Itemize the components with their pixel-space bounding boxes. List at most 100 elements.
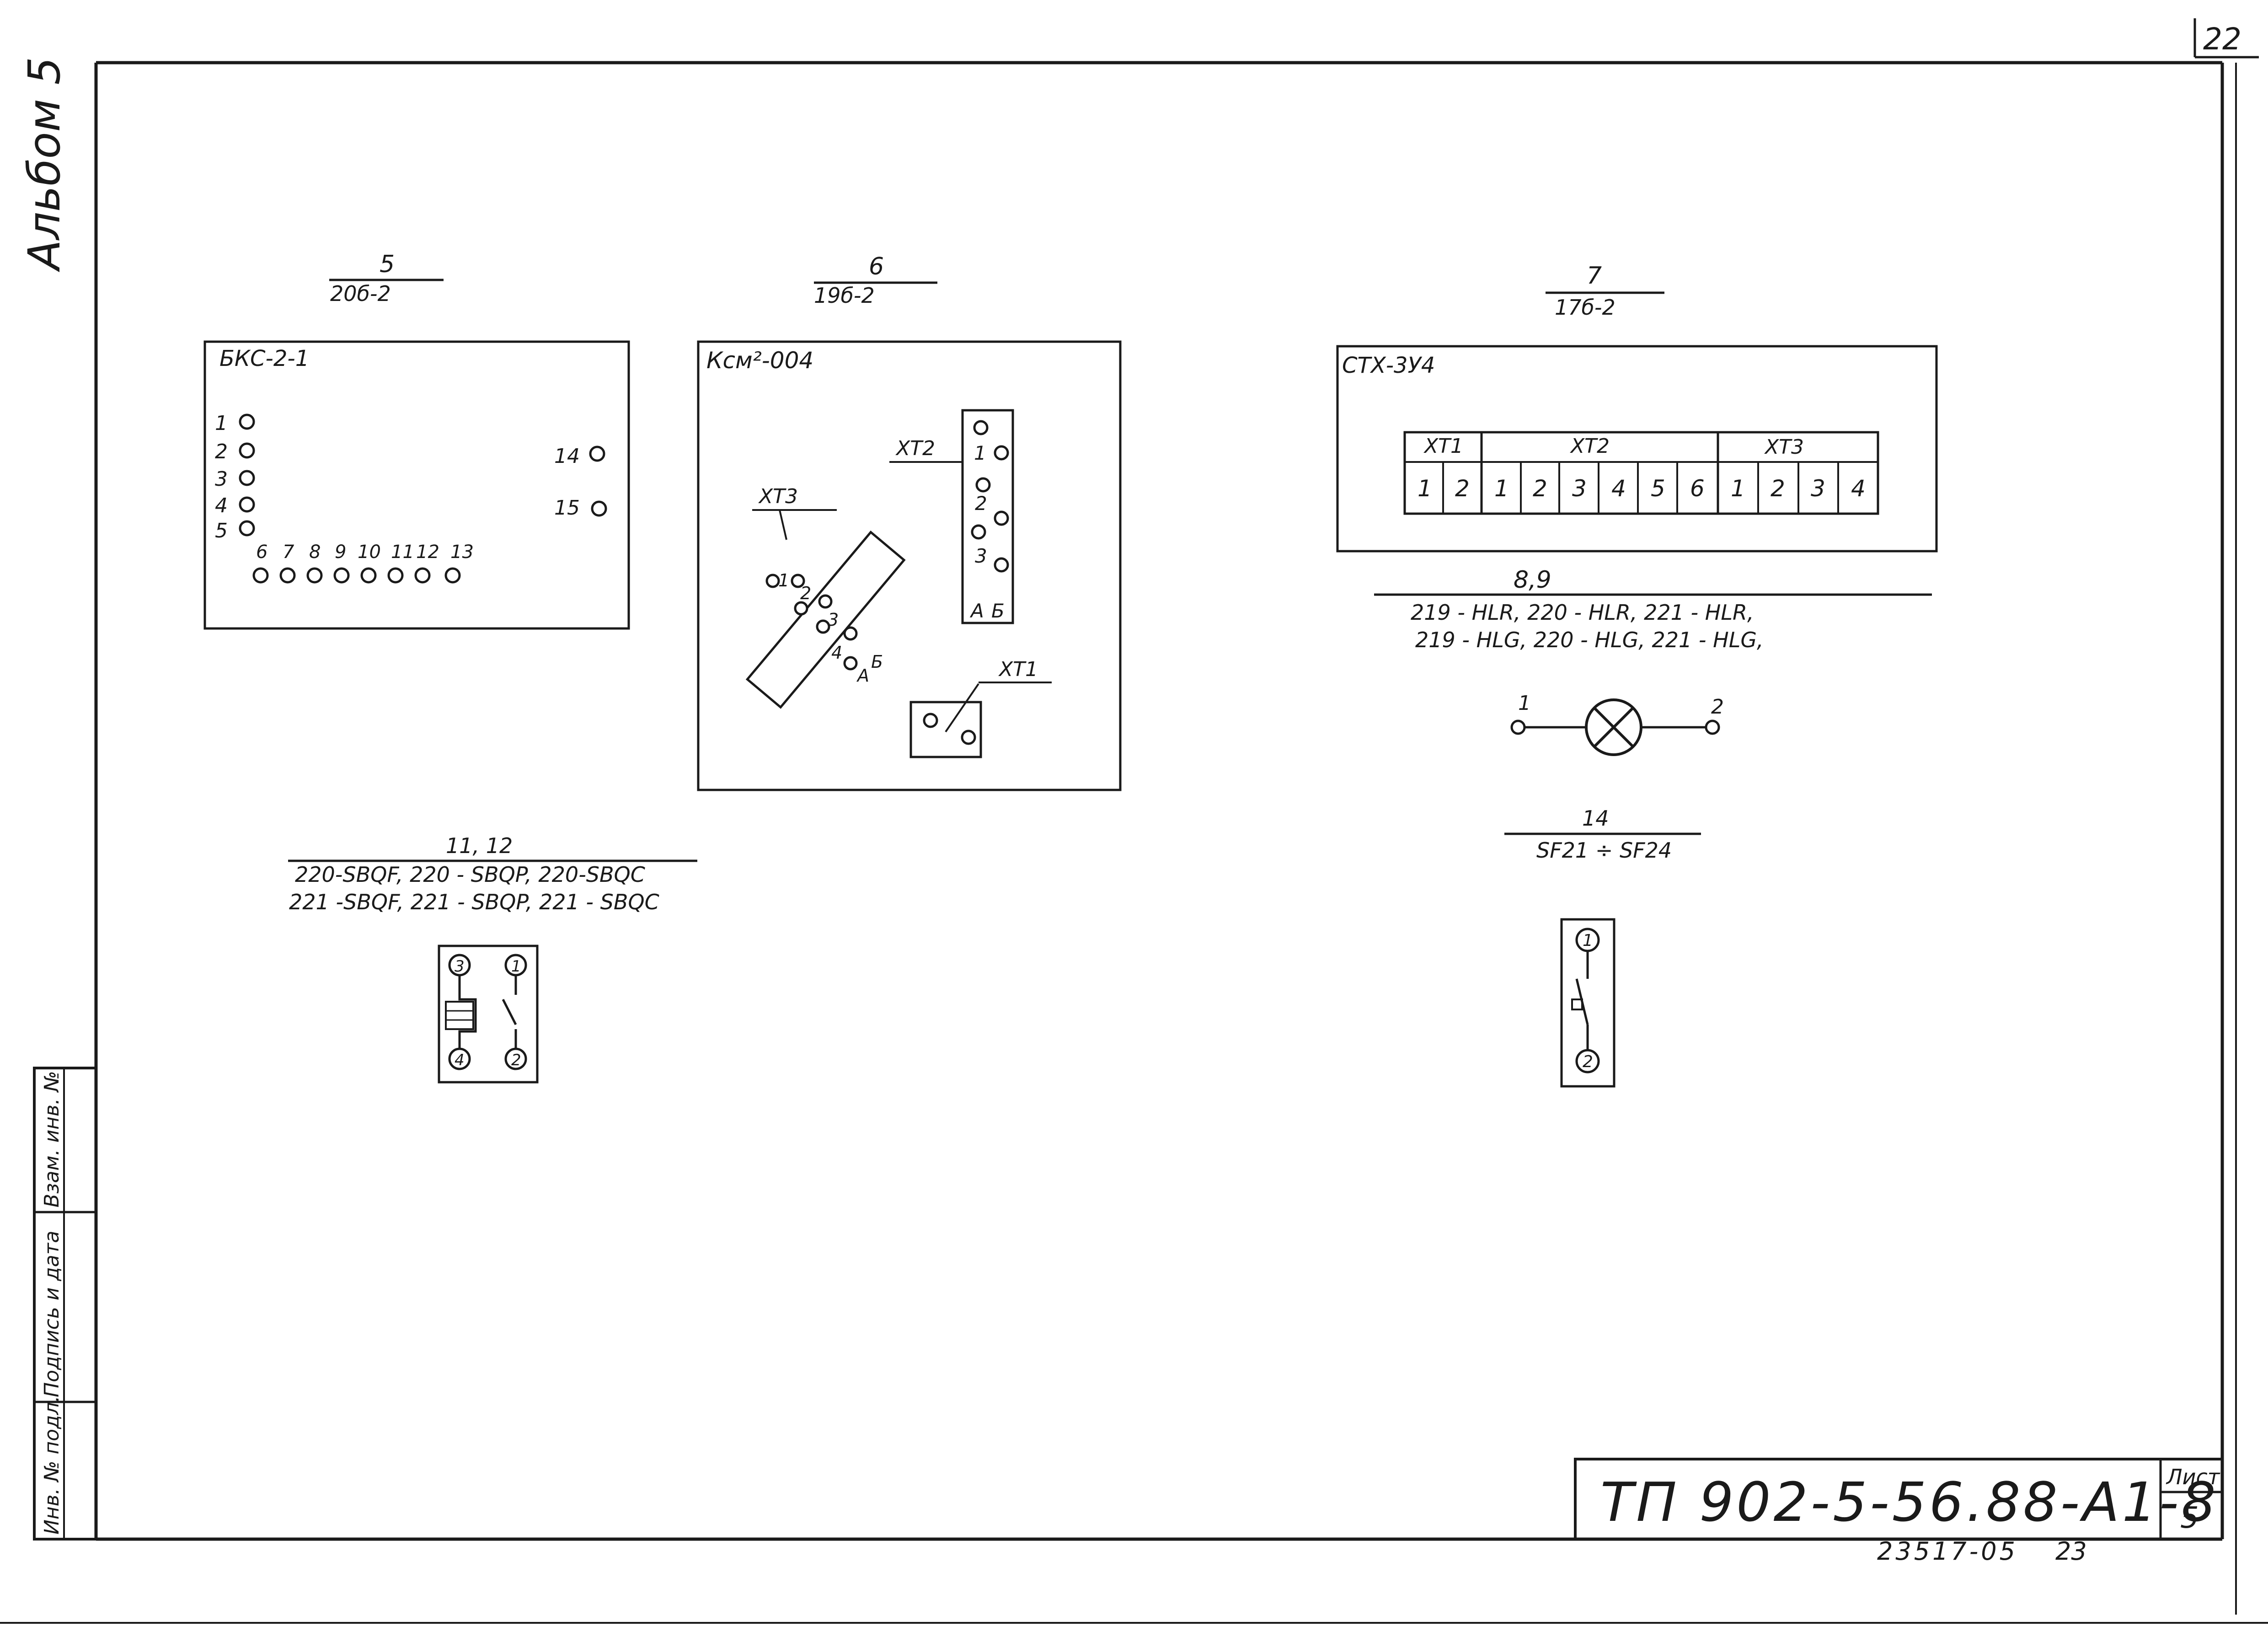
ksm-xt3-terminal-2	[794, 601, 808, 616]
bks-pin-12: 12	[416, 542, 439, 563]
stx-group-xt3: ХТ3	[1764, 435, 1804, 459]
stx-xt2-pin-5: 5	[1651, 475, 1665, 502]
stx-xt2-pin-1: 1	[1494, 475, 1509, 502]
bks-terminal-13	[444, 567, 461, 584]
bks-terminal-6	[252, 567, 269, 584]
bks-pin-10: 10	[358, 542, 381, 563]
ksm-xt2-terminal-2a	[971, 524, 986, 540]
bks-pin-5: 5	[215, 519, 228, 542]
sheet-number: 22	[2203, 21, 2241, 57]
breaker-pin-1: 1	[1583, 931, 1593, 950]
block-7-ref-bottom: 17б-2	[1555, 295, 1615, 320]
device-label-ksm: Ксм²-004	[706, 347, 813, 374]
bks-pin-1: 1	[215, 412, 228, 435]
key-pin-3: 3	[455, 957, 465, 976]
block-1112-line-2: 221 -SBQF, 221 - SBQP, 221 - SBQC	[289, 890, 659, 914]
stx-xt2-pin-4: 4	[1611, 475, 1626, 502]
block-5-ref-bottom: 20б-2	[330, 281, 391, 306]
bks-pin-3: 3	[215, 467, 228, 491]
bks-terminal-14	[589, 446, 605, 462]
block-1112-ref-top: 11, 12	[446, 833, 513, 858]
bks-pin-7: 7	[283, 542, 294, 563]
ksm-xt3-terminal-2a	[818, 594, 833, 609]
bks-terminal-11	[387, 567, 404, 584]
ksm-xt3-pin-3: 3	[828, 610, 839, 630]
stamp-inv-podl: Инв. № подл.	[40, 1396, 64, 1535]
block-89-ref-top: 8,9	[1514, 566, 1551, 594]
ksm-xt1-terminal-1	[923, 713, 938, 728]
stx-xt2-pin-2: 2	[1533, 475, 1547, 502]
ksm-xt3-label-b: Б	[871, 652, 883, 672]
block-6-ksm: 6 19б-2 Ксм²-004 ХТ2 1 2 3 А Б ХТ3 1	[697, 253, 1122, 791]
bks-terminal-5	[239, 520, 255, 537]
key-switch-body	[438, 945, 539, 1084]
ksm-xt2-terminal-top	[973, 420, 989, 435]
bks-pin-2: 2	[215, 440, 228, 463]
stamp-vzam-inv: Взам. инв. №	[40, 1071, 64, 1208]
device-panel-bks	[203, 340, 630, 630]
bks-terminal-8	[306, 567, 323, 584]
bks-pin-15: 15	[554, 496, 580, 520]
ksm-xt3-pin-2: 2	[800, 583, 811, 603]
ksm-xt1-terminal-2	[961, 730, 976, 745]
breaker-pin-2: 2	[1583, 1052, 1593, 1071]
bks-terminal-9	[333, 567, 350, 584]
bks-pin-11: 11	[391, 542, 414, 563]
lamp-pin-2: 2	[1711, 695, 1724, 719]
stx-xt3-pin-1: 1	[1731, 475, 1745, 502]
archive-suffix: 23	[2055, 1537, 2087, 1566]
key-pin-2: 2	[511, 1051, 521, 1069]
list-label: Лист	[2166, 1465, 2220, 1489]
stx-xt1-pin-1: 1	[1418, 475, 1432, 502]
block-1112-line-1: 220-SBQF, 220 - SBQP, 220-SBQC	[295, 862, 645, 887]
bks-terminal-7	[279, 567, 296, 584]
ksm-xt1-block	[909, 701, 982, 758]
bks-terminal-10	[360, 567, 377, 584]
ksm-xt2-pin-1: 1	[974, 442, 986, 464]
device-label-bks: БКС-2-1	[219, 346, 309, 371]
bks-terminal-2	[239, 442, 255, 459]
ksm-xt3-terminal-1a	[791, 574, 805, 588]
bks-pin-4: 4	[215, 494, 228, 517]
block-5-bks: 5 20б-2 БКС-2-1 1 2 3 4 5 6 7 8 9 10 11 …	[203, 251, 630, 630]
stx-terminal-table	[1403, 431, 1879, 515]
breaker-body	[1560, 918, 1615, 1088]
bks-pin-13: 13	[450, 542, 474, 563]
device-panel-stx	[1336, 345, 1938, 553]
ksm-xt1-label: ХТ1	[998, 658, 1038, 681]
key-pin-1: 1	[511, 957, 521, 976]
ksm-xt3-terminal-4	[843, 656, 858, 671]
stx-xt3-pin-3: 3	[1811, 475, 1825, 502]
block-11-12-keys: 11, 12 220-SBQF, 220 - SBQP, 220-SBQC 22…	[288, 833, 697, 1084]
stx-xt2-pin-3: 3	[1572, 475, 1587, 502]
ksm-xt2-strip	[961, 409, 1014, 624]
bks-terminal-12	[414, 567, 431, 584]
ksm-xt3-strip	[745, 530, 906, 709]
device-panel-ksm	[697, 340, 1122, 791]
bks-terminal-15	[591, 500, 607, 517]
block-6-ref-top: 6	[869, 253, 884, 280]
block-7-ref-top: 7	[1587, 262, 1602, 290]
ksm-xt2-terminal-2	[994, 510, 1009, 526]
bks-terminal-1	[239, 413, 255, 430]
ksm-xt2-label: ХТ2	[895, 437, 935, 460]
ksm-xt2-label-a: А	[969, 600, 984, 622]
list-number: 5	[2180, 1501, 2199, 1535]
side-stamp	[33, 1067, 97, 1541]
ksm-xt3-pin-4: 4	[831, 643, 842, 663]
ksm-xt3-label-a: А	[856, 666, 869, 686]
bks-terminal-4	[239, 496, 255, 513]
block-14-ref-top: 14	[1582, 806, 1609, 831]
lamp-pin-1: 1	[1518, 692, 1531, 715]
block-6-ref-bottom: 19б-2	[814, 283, 875, 308]
sheet-frame	[0, 18, 2268, 1624]
title-block	[1574, 1458, 2222, 1539]
stx-xt2-pin-6: 6	[1690, 475, 1705, 502]
block-7-stx: 7 17б-2 СТХ-3У4 ХТ1 ХТ2 ХТ3 1 2 1 2 3 4	[1336, 262, 1938, 553]
bks-pin-14: 14	[554, 445, 580, 468]
ksm-xt2-terminal-3	[994, 557, 1009, 573]
stx-group-xt2: ХТ2	[1570, 435, 1610, 458]
stx-group-xt1: ХТ1	[1423, 435, 1463, 458]
